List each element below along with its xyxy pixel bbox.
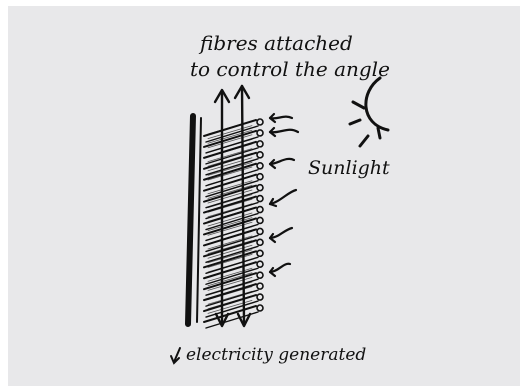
slat-pivot [257, 152, 263, 158]
slat-pivot [257, 141, 263, 147]
title-line-2: to control the angle [190, 57, 390, 81]
slat-pivot [257, 228, 263, 234]
slat-pivot [257, 239, 263, 245]
sunlight-label: Sunlight [308, 157, 390, 179]
slat-pivot [257, 305, 263, 311]
electricity-label: electricity generated [186, 345, 366, 365]
down-arrow-icon [171, 348, 180, 363]
slat-pivot [257, 174, 263, 180]
facade-wall [188, 116, 201, 324]
slat-pivot [257, 130, 263, 136]
slat-pivot [257, 217, 263, 223]
slat-pivot [257, 196, 263, 202]
slat-pivot [257, 163, 263, 169]
slat-pivot [257, 119, 263, 125]
sketch-frame: fibres attached to control the angle Sun… [8, 6, 520, 386]
title-line-1: fibres attached [198, 31, 353, 55]
sketch-canvas: fibres attached to control the angle Sun… [8, 6, 520, 386]
fibre-slats [204, 119, 263, 328]
slat-pivot [257, 294, 263, 300]
sun-icon [350, 78, 388, 146]
slat-pivot [257, 283, 263, 289]
slat-pivot [257, 207, 263, 213]
slat-pivot [257, 272, 263, 278]
sunlight-arrows [270, 114, 298, 276]
slat-pivot [257, 185, 263, 191]
slat-pivot [257, 250, 263, 256]
slat-pivot [257, 261, 263, 267]
